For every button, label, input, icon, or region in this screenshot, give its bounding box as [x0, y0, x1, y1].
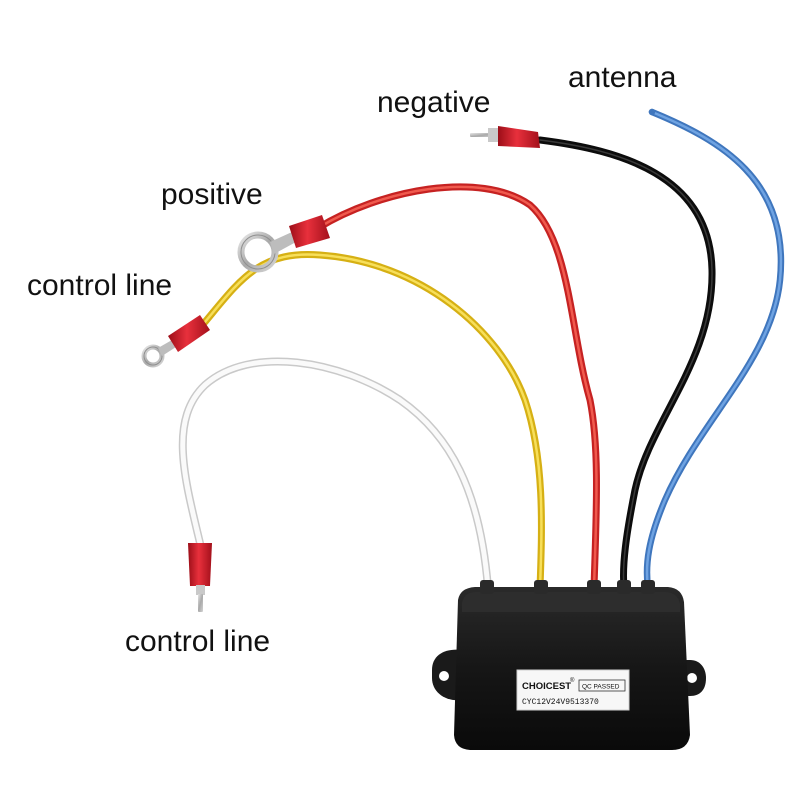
receiver-module: CHOICEST ® QC PASSED CYC12V24V9513370 [432, 580, 706, 750]
negative-wire [536, 136, 716, 592]
model-code-text: CYC12V24V9513370 [522, 698, 599, 707]
control-line-pin-terminal [188, 543, 212, 612]
control-wire-yellow [201, 250, 545, 592]
positive-label: positive [161, 178, 263, 211]
control-line-ring-terminal [141, 315, 210, 368]
control-line-label-lower: control line [125, 625, 271, 658]
control-line-label-upper: control line [27, 269, 173, 302]
negative-label: negative [377, 86, 491, 119]
registered-mark: ® [570, 677, 575, 684]
negative-crimp-terminal [470, 126, 540, 148]
positive-ring-terminal [237, 215, 330, 273]
qc-passed-stamp: QC PASSED [582, 684, 620, 691]
brand-text: CHOICEST [522, 681, 571, 692]
antenna-label: antenna [568, 61, 677, 94]
control-wire-white [178, 357, 492, 592]
module-label-sticker [516, 669, 630, 711]
